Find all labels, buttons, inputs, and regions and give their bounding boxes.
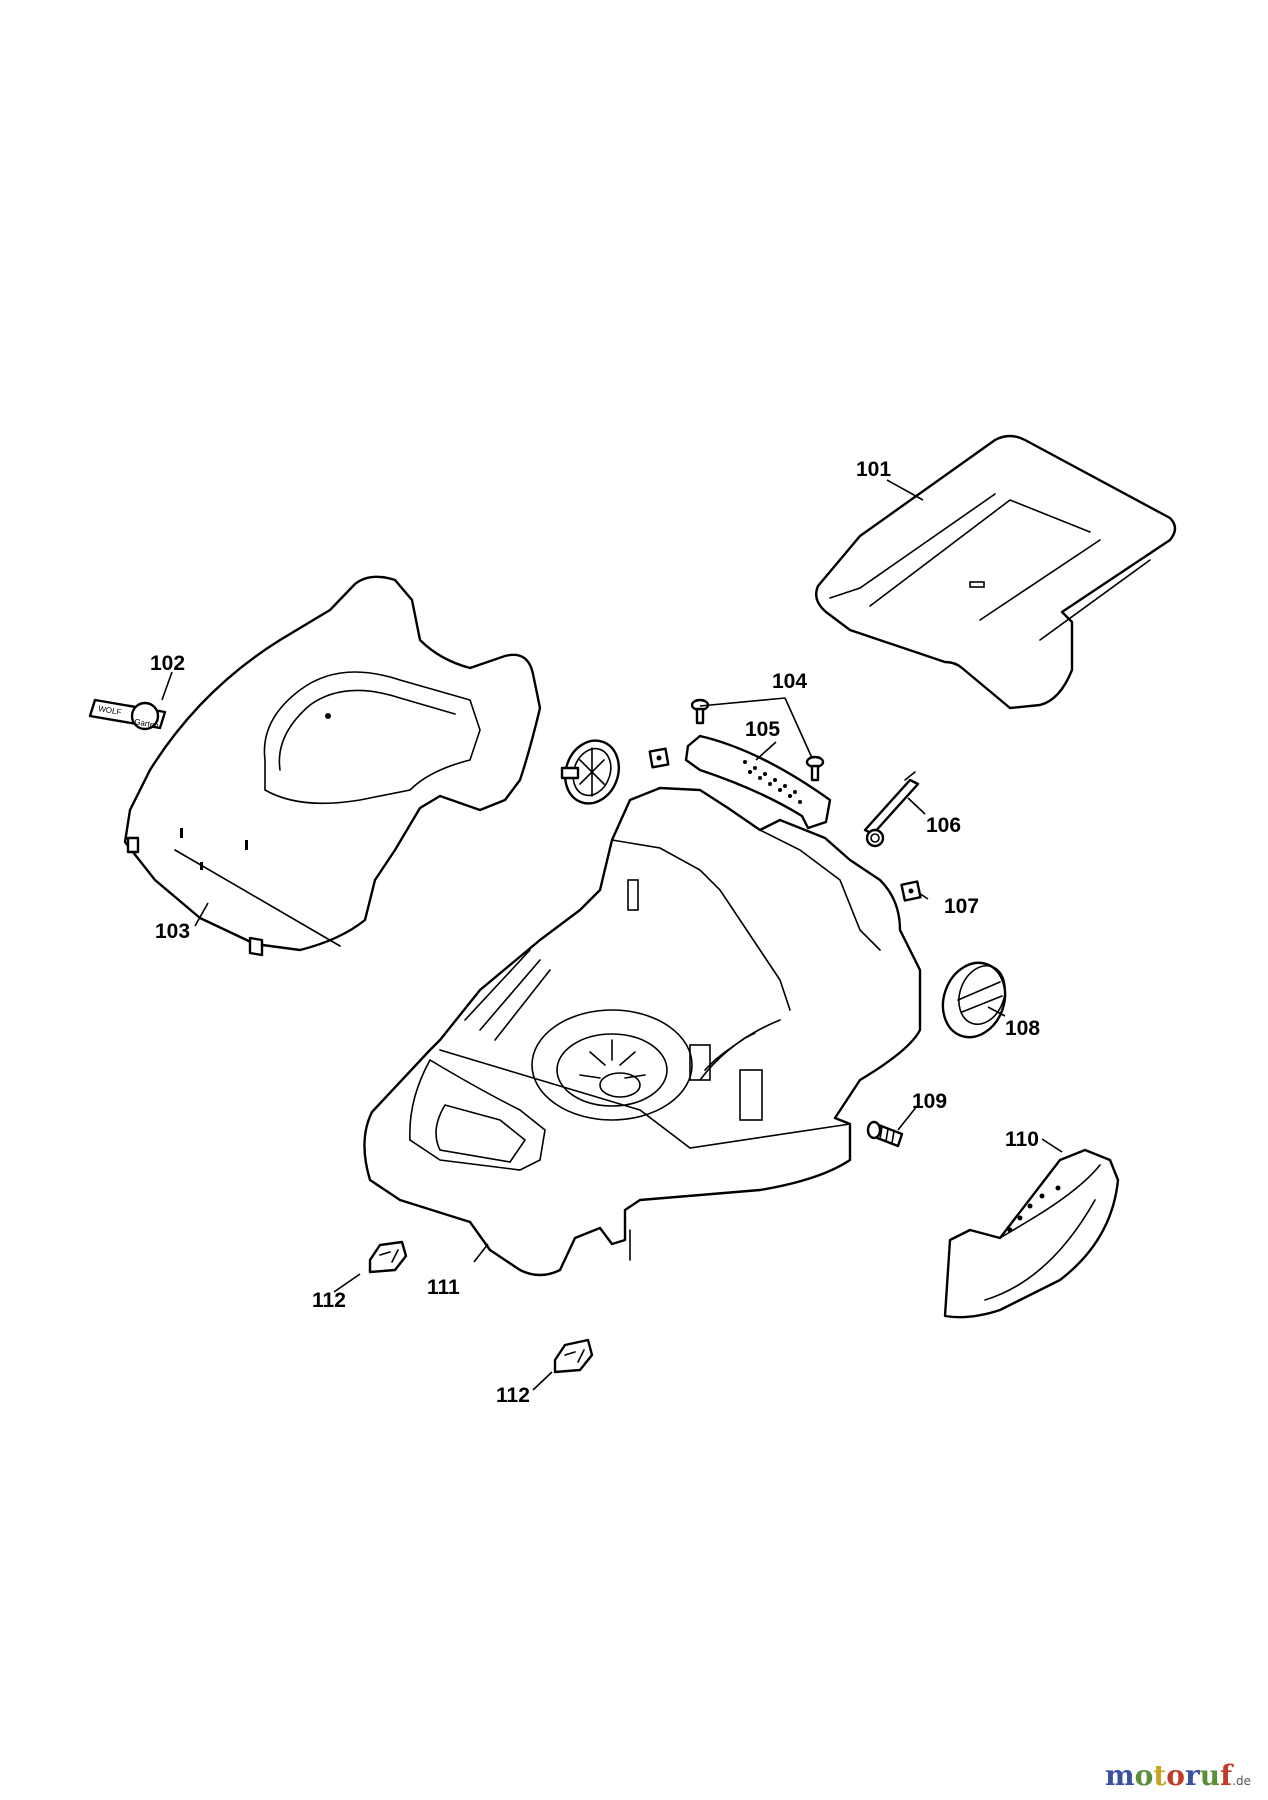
part-106-spring[interactable] (863, 771, 920, 848)
label-112-a: 112 (312, 1289, 346, 1312)
wm-letter: o (1166, 1759, 1185, 1792)
label-108: 108 (1005, 1017, 1040, 1040)
label-105: 105 (745, 718, 780, 741)
wm-letter: f (1220, 1759, 1234, 1792)
label-107: 107 (944, 895, 979, 918)
part-101-catcher-lid[interactable] (815, 434, 1177, 710)
part-102-logo-badge[interactable]: WOLF Garten (88, 698, 167, 730)
label-102: 102 (150, 652, 185, 675)
label-103: 103 (155, 920, 190, 943)
part-109-pin[interactable] (866, 1120, 904, 1148)
label-110: 110 (1005, 1128, 1039, 1151)
part-108-cap[interactable] (933, 954, 1015, 1046)
part-labels: 101 102 103 104 105 106 107 108 109 110 … (150, 458, 1040, 1407)
part-111-mower-deck[interactable] (363, 786, 922, 1277)
wm-letter: o (1135, 1759, 1154, 1792)
watermark-motoruf: motoruf.de (1105, 1759, 1251, 1792)
part-112-clip-b[interactable] (553, 1338, 594, 1374)
watermark-text: motoruf.de (1105, 1759, 1251, 1792)
wheel-hub[interactable] (557, 733, 628, 811)
label-106: 106 (926, 814, 961, 837)
label-111: 111 (427, 1276, 460, 1299)
wm-letter: u (1200, 1759, 1220, 1792)
wm-letter: r (1185, 1759, 1201, 1792)
label-109: 109 (912, 1090, 947, 1113)
part-103-top-cover[interactable] (123, 575, 542, 957)
label-101: 101 (856, 458, 891, 481)
part-107-nut[interactable] (900, 880, 922, 902)
part-104-screw-left[interactable] (690, 698, 710, 725)
part-110-rear-flap[interactable] (943, 1148, 1120, 1319)
part-105-handle-bracket[interactable] (684, 734, 832, 830)
badge-text-garten: Garten (134, 717, 160, 730)
square-nut[interactable] (648, 747, 670, 769)
wm-letter: t (1153, 1759, 1166, 1792)
part-112-clip-a[interactable] (368, 1240, 408, 1274)
label-112-b: 112 (496, 1384, 530, 1407)
part-104-screw-right[interactable] (805, 755, 825, 782)
leader-lines (161, 479, 1063, 1391)
wm-letter: m (1105, 1759, 1135, 1792)
badge-text-wolf: WOLF (98, 704, 122, 717)
wm-suffix: .de (1232, 1774, 1251, 1788)
label-104: 104 (772, 670, 807, 693)
